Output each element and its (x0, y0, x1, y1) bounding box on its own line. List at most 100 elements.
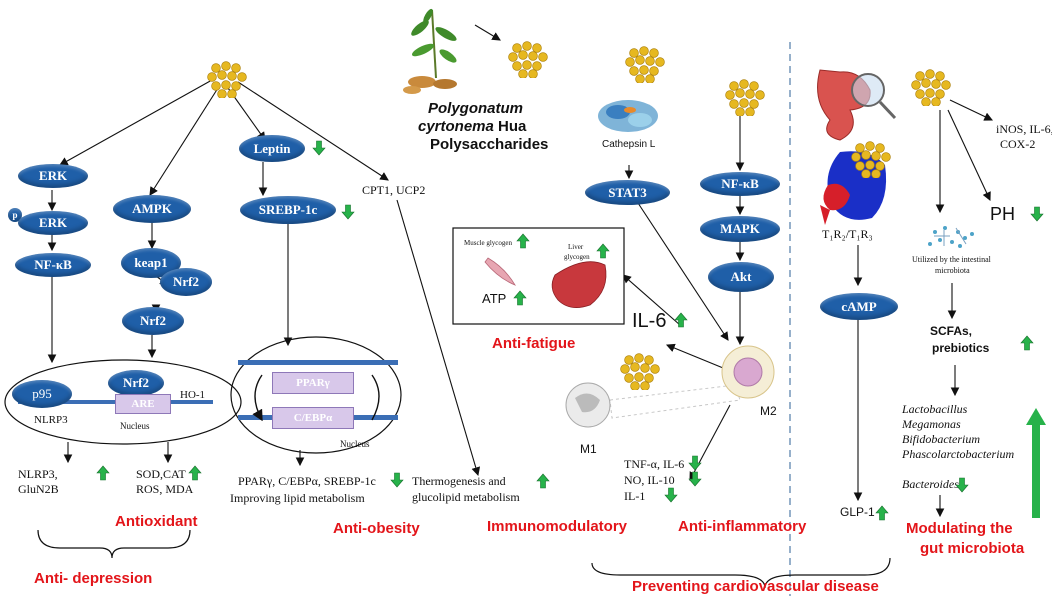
up-arrow-icon (188, 465, 202, 481)
gut-effect-line1: Modulating the (906, 520, 1013, 537)
nucleus-label: Nucleus (340, 439, 370, 449)
nlrp3-inner-label: NLRP3 (34, 414, 68, 426)
m2-cell-icon (721, 345, 775, 399)
glun2b-label: GluN2B (18, 482, 59, 496)
m1-cell-icon (565, 382, 611, 428)
ho1-label: HO-1 (180, 389, 206, 401)
nfkb-node: NF-κB (700, 172, 780, 196)
polysaccharide-cluster-icon (722, 78, 766, 121)
down-arrow-icon (1030, 206, 1044, 222)
erk-node: ERK (18, 211, 88, 235)
camp-node: cAMP (820, 293, 898, 320)
nfkb-node: NF-κB (15, 253, 91, 277)
nlrp3-out-label: NLRP3, (18, 467, 58, 481)
down-arrow-icon (955, 477, 969, 493)
il1-label: IL-1 (624, 489, 646, 503)
t1r2-label: T₁R₂/T₁R₃ (822, 227, 873, 241)
microbiota-label: microbiota (935, 266, 970, 275)
polysaccharide-cluster-icon (617, 352, 661, 395)
polysaccharide-cluster-icon (622, 45, 666, 88)
thermo-label: Thermogenesis and (412, 474, 506, 488)
bacteria-label: Megamonas (902, 417, 961, 431)
ampk-node: AMPK (113, 195, 191, 223)
m2-label: M2 (760, 404, 777, 418)
polysaccharide-cluster-icon (848, 140, 892, 183)
down-arrow-icon (664, 487, 678, 503)
cpt1-label: CPT1, UCP2 (362, 183, 426, 197)
ros-label: ROS, MDA (136, 482, 194, 496)
nrf2-node: Nrf2 (122, 307, 184, 335)
plant-icon (403, 8, 457, 94)
erk-node: ERK (18, 164, 88, 188)
antifatigue-effect: Anti-fatigue (492, 335, 576, 352)
stat3-node: STAT3 (585, 180, 670, 205)
ppar-element: PPARγ (272, 372, 354, 394)
polysaccharide-cluster-icon (908, 68, 952, 111)
glucolipid-label: glucolipid metabolism (412, 490, 520, 504)
are-element: ARE (115, 394, 171, 414)
antiinflammatory-effect: Anti-inflammatory (678, 518, 807, 535)
title-line2: cyrtonema Hua (418, 118, 527, 135)
microbiota-icon (928, 226, 974, 248)
title-line1: Polygonatum (428, 100, 524, 117)
nrf2-nucleus-node: Nrf2 (108, 370, 164, 396)
srebp-node: SREBP-1c (240, 196, 336, 224)
liver-label: Liver (568, 243, 584, 251)
leptin-node: Leptin (239, 135, 305, 162)
up-arrow-icon (513, 290, 527, 306)
inos-label: iNOS, IL-6, (996, 122, 1052, 136)
akt-node: Akt (708, 262, 774, 292)
polysaccharide-cluster-icon (204, 60, 248, 103)
il6-label: IL-6 (632, 310, 667, 332)
nrf2-node: Nrf2 (160, 268, 212, 296)
antioxidant-effect: Antioxidant (115, 513, 198, 530)
antidepression-effect: Anti- depression (34, 570, 153, 587)
up-arrow-icon (875, 505, 889, 521)
muscle-label: Muscle glycogen (464, 239, 513, 247)
phospho-marker: p (8, 208, 22, 222)
mapk-node: MAPK (700, 216, 780, 242)
protein-icon (598, 100, 658, 132)
down-arrow-icon (688, 455, 702, 471)
immunomodulatory-effect: Immunomodulatory (487, 518, 628, 535)
up-arrow-icon (596, 243, 610, 259)
polysaccharide-cluster-icon (505, 40, 549, 83)
utilized-label: Utilized by the intestinal (912, 255, 991, 264)
sod-label: SOD,CAT (136, 467, 186, 481)
scfa-label: SCFAs, (930, 324, 973, 338)
ppar-out-label: PPARγ, C/EBPα, SREBP-1c (238, 474, 376, 488)
down-arrow-icon (341, 204, 355, 220)
glp1-label: GLP-1 (840, 505, 875, 519)
gut-effect-line2: gut microbiota (920, 540, 1025, 557)
bacteria-label: Bifidobacterium (902, 432, 980, 446)
nucleus-label: Nucleus (120, 421, 150, 431)
up-arrow-icon (516, 233, 530, 249)
down-arrow-icon (390, 472, 404, 488)
m1-label: M1 (580, 442, 597, 456)
large-up-arrow-icon (1026, 408, 1046, 518)
down-arrow-icon (688, 471, 702, 487)
bacteria-label: Phascolarctobacterium (902, 447, 1015, 461)
p95-node: p95 (12, 380, 72, 408)
intestine-icon (817, 69, 897, 141)
up-arrow-icon (96, 465, 110, 481)
prebiotics-label: prebiotics (932, 341, 990, 355)
no-label: NO, IL-10 (624, 473, 675, 487)
atp-label: ATP (482, 291, 507, 306)
cardiovascular-effect: Preventing cardiovascular disease (632, 578, 879, 595)
bacteria-label: Lactobacillus (902, 402, 968, 416)
cebp-element: C/EBPα (272, 407, 354, 429)
antiobesity-effect: Anti-obesity (333, 520, 420, 537)
bacteroides-label: Bacteroides (902, 477, 959, 491)
up-arrow-icon (536, 473, 550, 489)
title-line3: Polysaccharides (430, 136, 549, 153)
up-arrow-icon (1020, 335, 1034, 351)
down-arrow-icon (312, 140, 326, 156)
cox2-label: COX-2 (1000, 137, 1036, 151)
glycogen-label: glycogen (564, 253, 590, 261)
cathepsin-label: Cathepsin L (602, 139, 656, 150)
up-arrow-icon (674, 312, 688, 328)
ph-label: PH (990, 204, 1016, 224)
improving-label: Improving lipid metabolism (230, 491, 365, 505)
